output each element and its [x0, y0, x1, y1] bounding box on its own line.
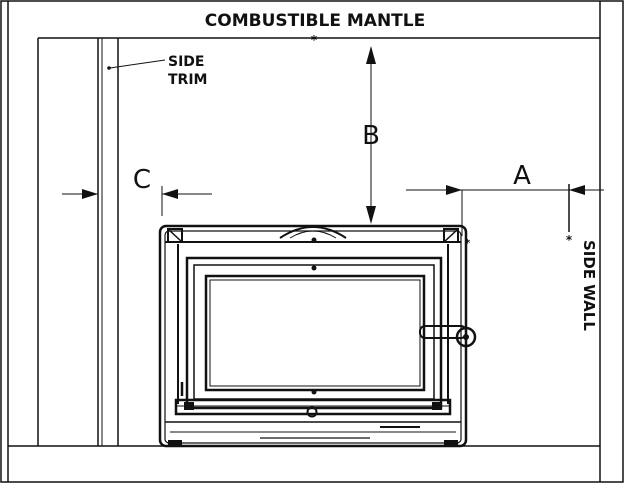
side-trim	[97, 38, 119, 446]
dimension-a: A	[406, 161, 604, 236]
side-trim-label-line1: SIDE	[168, 54, 204, 70]
dim-b-label: B	[362, 121, 380, 151]
door-handle	[419, 325, 477, 348]
side-trim-label-line2: TRIM	[168, 72, 207, 88]
glass-window	[204, 274, 426, 392]
dimension-c: C	[62, 165, 212, 216]
arrow-left-icon	[162, 189, 178, 199]
arrow-up-icon	[366, 46, 376, 64]
fireplace-insert: *	[158, 224, 477, 448]
ash-lip	[174, 398, 452, 416]
dimension-b: B	[362, 46, 380, 224]
dim-a-label: A	[513, 161, 531, 191]
arrow-down-icon	[366, 206, 376, 224]
right-corner-block	[443, 228, 459, 243]
side-wall-reference-icon: *	[566, 233, 573, 247]
dim-c-label: C	[133, 165, 151, 195]
top-arch	[279, 226, 347, 239]
mantle-reference-icon: *	[311, 33, 318, 47]
side-trim-leader	[109, 59, 166, 69]
mantle-label: COMBUSTIBLE MANTLE	[205, 11, 425, 31]
left-corner-block	[167, 228, 183, 243]
side-trim-leader-dot	[107, 66, 111, 70]
arrow-left-icon	[569, 185, 585, 195]
side-wall-label: SIDE WALL	[580, 240, 598, 331]
surround-outline	[7, 1, 601, 482]
arrow-right-icon	[82, 189, 98, 199]
arrow-right-icon	[446, 185, 462, 195]
svg-text:*: *	[465, 238, 471, 249]
